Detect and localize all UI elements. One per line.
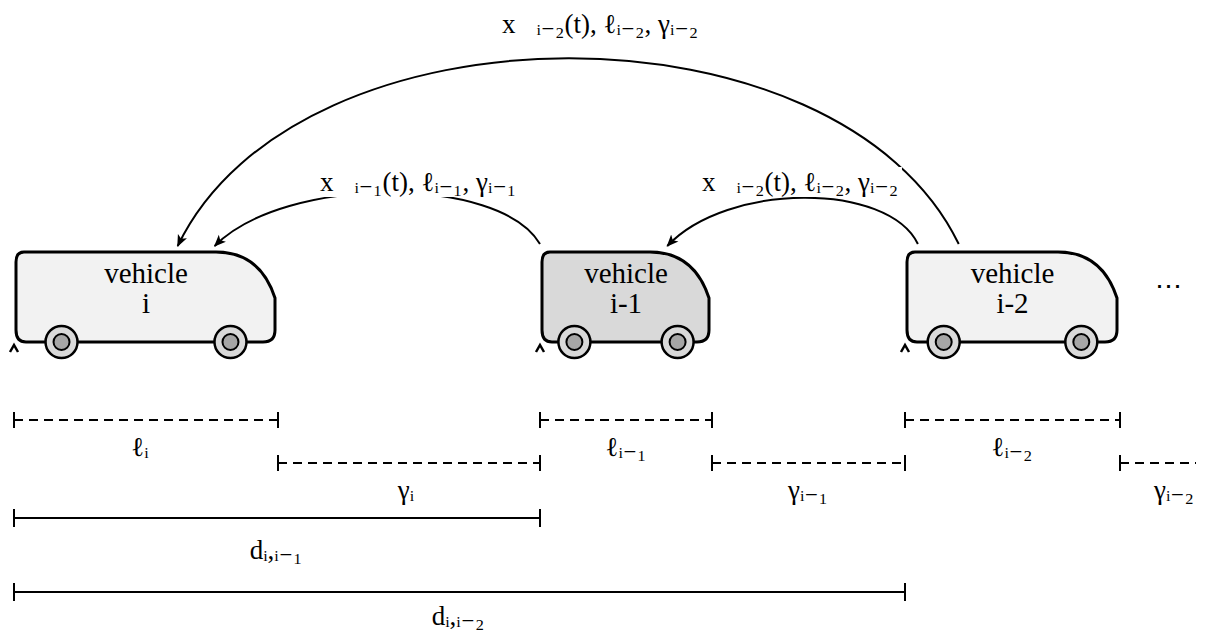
wheel-hub <box>54 334 70 350</box>
wheel-hub <box>566 334 582 350</box>
dimension-label: γᵢ₋₂ <box>1151 475 1197 505</box>
message-arrow <box>215 192 540 246</box>
vehicle-label-wrap: vehicle i‑2 <box>905 258 1120 318</box>
message-label: x⃗ᵢ₋₂(t), ℓᵢ₋₂, γᵢ₋₂ <box>498 9 702 39</box>
vehicle-node: vehicle i <box>14 250 278 360</box>
wheel <box>558 326 590 358</box>
dimension-label: ℓᵢ₋₁ <box>602 432 649 462</box>
wheel <box>46 326 78 358</box>
dimension-label: ℓᵢ <box>128 432 151 462</box>
wheel-hub <box>222 334 238 350</box>
vehicle-label: vehicle i‑1 <box>584 258 668 318</box>
dimension-label: γᵢ <box>395 475 417 505</box>
message-label: x⃗ᵢ₋₂(t), ℓᵢ₋₂, γᵢ₋₂ <box>698 167 902 197</box>
dimension-label: γᵢ₋₁ <box>785 475 831 505</box>
message-arrow <box>178 58 959 246</box>
wheel-hub <box>1073 334 1089 350</box>
dimension-label: dᵢ,ᵢ₋₂ <box>429 601 488 631</box>
dimension-lines <box>10 345 1196 601</box>
vehicle-node: vehicle i‑1 <box>540 250 712 360</box>
dimension-label: dᵢ,ᵢ₋₁ <box>247 535 306 565</box>
vehicle-node: vehicle i‑2 <box>905 250 1120 360</box>
message-label: x⃗ᵢ₋₁(t), ℓᵢ₋₁, γᵢ₋₁ <box>316 167 520 197</box>
wheel <box>1065 326 1097 358</box>
wheel <box>662 326 694 358</box>
vehicle-label-wrap: vehicle i‑1 <box>540 258 712 318</box>
message-arrow <box>667 198 918 246</box>
dimension-label: ℓᵢ₋₂ <box>988 432 1035 462</box>
wheel <box>214 326 246 358</box>
vehicle-label: vehicle i <box>104 258 188 318</box>
wheel <box>928 326 960 358</box>
wheel-hub <box>936 334 952 350</box>
vehicle-label: vehicle i‑2 <box>971 258 1055 318</box>
continuation-dots: ⋯ <box>1152 271 1185 301</box>
vehicle-label-wrap: vehicle i <box>14 258 278 318</box>
wheel-hub <box>670 334 686 350</box>
